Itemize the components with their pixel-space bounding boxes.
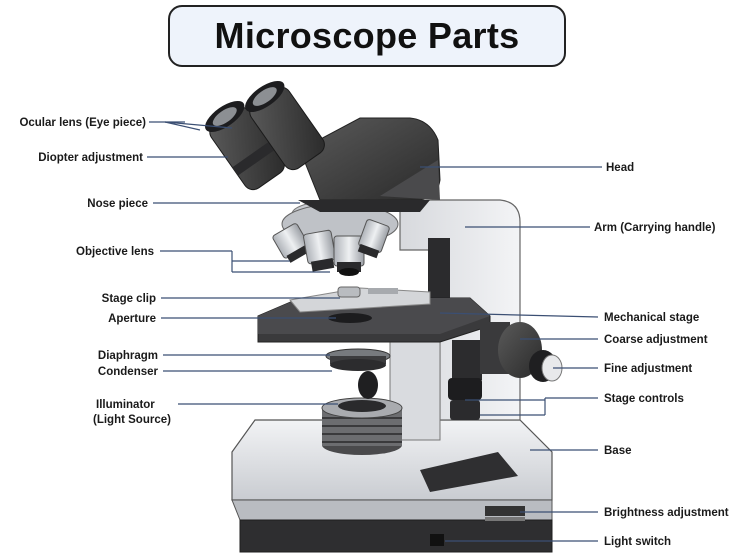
stage-controls-shape (448, 340, 482, 420)
eyepiece-shape (200, 75, 328, 193)
label-objective-lens: Objective lens (76, 246, 154, 258)
label-diaphragm: Diaphragm (98, 350, 158, 362)
focus-knob-shape (480, 322, 562, 382)
condenser-shape (326, 349, 390, 371)
label-stage-controls: Stage controls (604, 393, 684, 405)
labels-right: Head Arm (Carrying handle) Mechanical st… (594, 162, 729, 548)
label-condenser: Condenser (98, 366, 159, 378)
labels-left: Ocular lens (Eye piece) Diopter adjustme… (19, 117, 171, 426)
label-light-switch: Light switch (604, 536, 671, 548)
label-brightness-adjustment: Brightness adjustment (604, 507, 729, 519)
label-nose-piece: Nose piece (87, 198, 148, 210)
label-diopter-adjustment: Diopter adjustment (38, 152, 143, 164)
label-mechanical-stage: Mechanical stage (604, 312, 699, 324)
label-fine-adjustment: Fine adjustment (604, 363, 692, 375)
microscope-illustration (200, 75, 562, 552)
label-base: Base (604, 445, 632, 457)
label-coarse-adjustment: Coarse adjustment (604, 334, 708, 346)
label-light-source: (Light Source) (93, 414, 171, 426)
label-head: Head (606, 162, 634, 174)
head-shape (298, 118, 440, 212)
label-arm: Arm (Carrying handle) (594, 222, 716, 234)
label-stage-clip: Stage clip (102, 293, 156, 305)
label-aperture: Aperture (108, 313, 156, 325)
label-ocular-lens: Ocular lens (Eye piece) (19, 117, 146, 129)
label-illuminator: Illuminator (96, 399, 155, 411)
